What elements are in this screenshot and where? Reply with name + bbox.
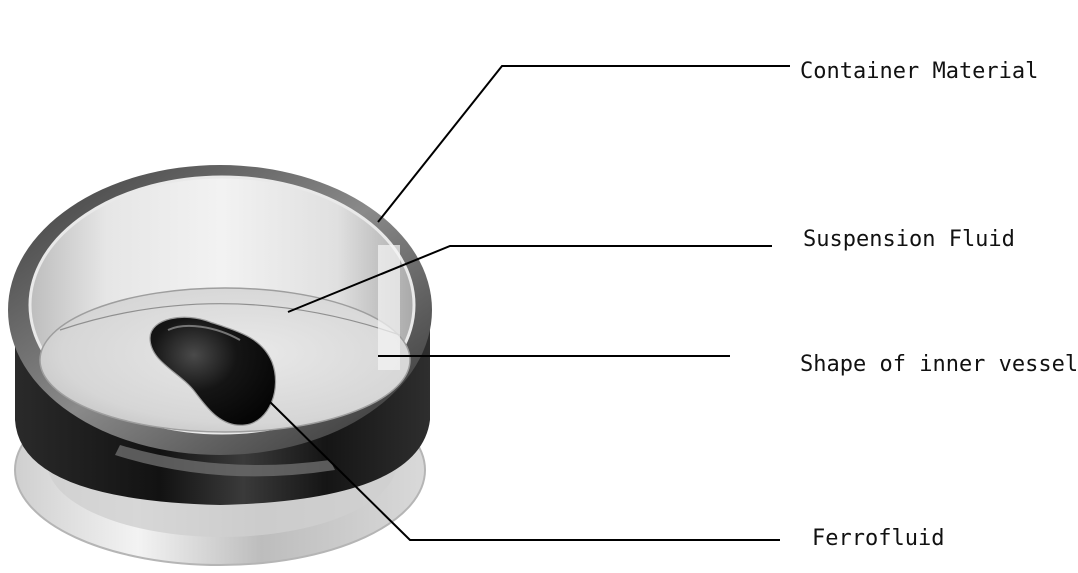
- ferrofluid-highlight: [167, 324, 241, 341]
- ferrofluid-blob: [149, 316, 277, 426]
- suspension-meniscus: [59, 303, 401, 336]
- container-illustration: [8, 165, 432, 566]
- label-shape-of-inner-vessel: Shape of inner vessel: [800, 352, 1078, 377]
- leader-lines: [269, 65, 790, 541]
- inner-wall-rim: [28, 175, 416, 435]
- leader-line-ferrofluid: [269, 401, 780, 541]
- label-container-material: Container Material: [800, 59, 1039, 84]
- leader-line-container-material: [377, 65, 790, 223]
- leader-line-suspension-fluid: [287, 245, 772, 313]
- label-suspension-fluid: Suspension Fluid: [803, 227, 1015, 252]
- label-ferrofluid: Ferrofluid: [812, 526, 945, 551]
- suspension-fluid-surface-edge: [39, 287, 411, 433]
- glass-reflection: [378, 245, 400, 370]
- band-highlight: [115, 445, 335, 477]
